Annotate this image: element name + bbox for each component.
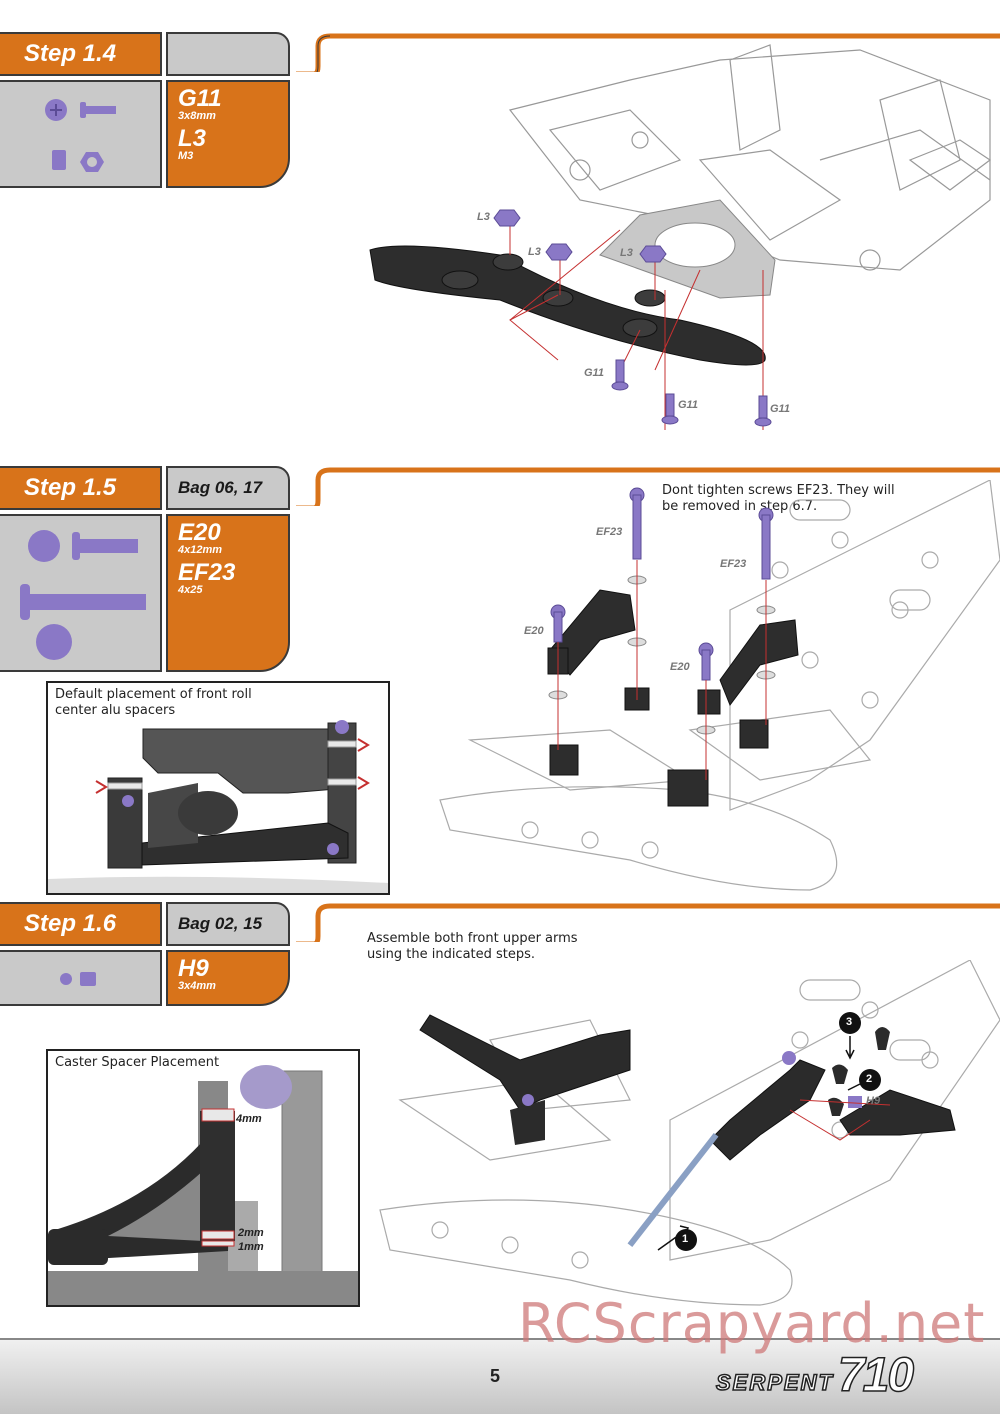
part-size: 3x4mm	[178, 980, 216, 992]
part-code: EF23	[178, 559, 236, 586]
inset-detail: Default placement of front roll center a…	[46, 681, 390, 895]
roll-center-blocks	[547, 589, 799, 807]
screws	[550, 487, 774, 681]
caster-spacers	[201, 1108, 235, 1247]
step-number-icons	[657, 1012, 881, 1251]
caster-spacer-drawing	[48, 1065, 358, 1305]
upper-arm-left	[419, 1014, 631, 1111]
spacer-markers	[95, 738, 370, 794]
inset-detail: Caster Spacer Placement 4mm 2mm 1mm	[46, 1049, 360, 1307]
step-number-1: 1	[682, 1233, 689, 1245]
header-rule	[296, 903, 1000, 942]
spacers	[522, 1051, 862, 1108]
bag-label: Bag 06, 17	[166, 466, 290, 510]
alu-plate-cutout	[654, 222, 736, 268]
screws	[611, 359, 772, 427]
part-code: L3	[178, 125, 207, 152]
long-screw-icon	[20, 584, 146, 620]
parts-icons	[45, 99, 116, 172]
callout-label: E20	[670, 661, 690, 673]
callout-label: G11	[770, 403, 790, 415]
part-code: H9	[178, 955, 209, 982]
header-rule	[296, 467, 1000, 506]
brand-word: SERPENT	[715, 1369, 834, 1396]
spacer-icon	[60, 972, 96, 986]
alu-spacers	[107, 740, 357, 790]
assembly-guide-lines	[789, 1099, 891, 1141]
step-number-3: 3	[846, 1016, 853, 1028]
brand-number: 710	[837, 1349, 915, 1402]
assembly-note: Assemble both front upper arms using the…	[367, 931, 578, 962]
inset-title: Caster Spacer Placement	[55, 1055, 220, 1070]
part-size: M3	[178, 150, 194, 162]
step-1-4-assembly-drawing	[369, 44, 992, 430]
callout-label: G11	[584, 367, 604, 379]
locknut-icon	[52, 150, 104, 172]
step-title: Step 1.5	[0, 466, 162, 510]
parts-illustration-box	[0, 514, 162, 672]
part-code: G11	[178, 85, 222, 112]
step-1-6-assembly-drawing	[379, 960, 1000, 1306]
callout-label: L3	[528, 246, 541, 258]
callout-label: EF23	[596, 526, 623, 538]
parts-icons	[20, 530, 146, 660]
screw-icon	[28, 530, 138, 562]
upper-arm-part	[839, 1089, 956, 1136]
part-size: 4x25	[178, 584, 203, 596]
callout-label: L3	[477, 211, 490, 223]
assembly-note: Dont tighten screws EF23. They will be r…	[662, 483, 895, 514]
inset-title: Default placement of front roll center a…	[55, 687, 252, 718]
spacer-size-label: 4mm	[236, 1113, 262, 1125]
upper-arm-right	[709, 1059, 826, 1161]
part-codes: E20 4x12mm EF23 4x25	[166, 514, 290, 672]
step-title: Step 1.6	[0, 902, 162, 946]
part-codes: H9 3x4mm	[166, 950, 290, 1006]
part-codes: G11 3x8mm L3 M3	[166, 80, 290, 188]
parts-illustration-box	[0, 950, 162, 1006]
watermark: RCScrapyard.net	[518, 1292, 986, 1355]
spacer-size-label: 2mm	[238, 1227, 264, 1239]
parts-icons	[60, 972, 96, 986]
bag-label	[166, 32, 290, 76]
assembly-guide-lines	[557, 560, 767, 780]
callout-label: E20	[524, 625, 544, 637]
spacer-size-label: 1mm	[238, 1241, 264, 1253]
callout-label: L3	[620, 247, 633, 259]
callout-label: H9	[866, 1095, 881, 1107]
page-footer	[0, 1338, 1000, 1414]
assembly-guide-lines	[509, 215, 764, 430]
part-code: E20	[178, 519, 221, 546]
step-title: Step 1.4	[0, 32, 162, 76]
part-size: 4x12mm	[178, 544, 223, 556]
chassis-outline	[439, 480, 1000, 891]
brand-logo: SERPENT 710	[715, 1349, 915, 1402]
locknuts	[493, 209, 667, 263]
bulkhead-posts	[441, 253, 666, 338]
parts-illustration-box	[0, 80, 162, 188]
roll-center-spacer-drawing	[48, 720, 388, 893]
step-number-2: 2	[866, 1073, 873, 1085]
hinge-pin	[627, 1132, 719, 1248]
bag-label: Bag 02, 15	[166, 902, 290, 946]
step-1-5-assembly-drawing	[439, 480, 1000, 891]
screw-heads	[122, 720, 349, 855]
part-size: 3x8mm	[178, 110, 216, 122]
callout-label: EF23	[720, 558, 747, 570]
callout-label: G11	[678, 399, 698, 411]
screw-icon	[45, 99, 116, 121]
page-number: 5	[490, 1366, 501, 1386]
screw-head-icon	[36, 624, 72, 660]
header-rule	[296, 33, 1000, 72]
